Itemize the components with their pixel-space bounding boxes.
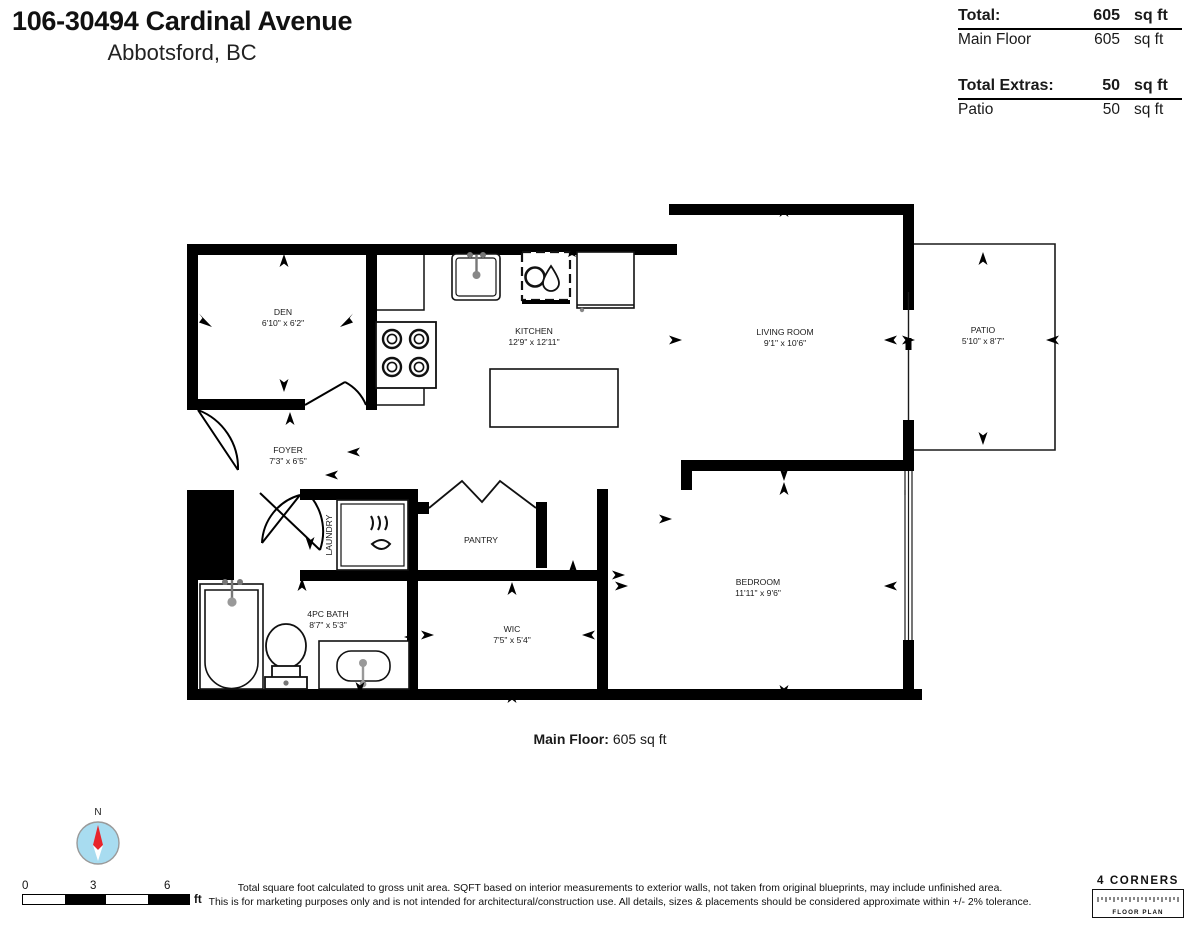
- room-dims-wic: 7'5" x 5'4": [493, 635, 531, 645]
- patio-outline: [914, 243, 1056, 451]
- brand-name: 4 CORNERS: [1096, 874, 1180, 887]
- compass-rose: N: [62, 808, 134, 872]
- extras-area-table: Total Extras: 50 sq ft Patio 50 sq ft: [958, 76, 1182, 120]
- scale-bar: 0 3 6 ft: [22, 880, 202, 906]
- room-dims-kitchen: 12'9" x 12'11": [508, 337, 559, 347]
- wall-group: [187, 204, 922, 700]
- pantry-lines: [428, 479, 537, 509]
- laundry-appliance-icon: [336, 499, 409, 571]
- room-label-laundry: LAUNDRY: [324, 514, 334, 555]
- kitchen-sink-icon: [451, 252, 501, 301]
- row-unit: sq ft: [1134, 101, 1164, 118]
- room-dims-patio: 5'10" x 8'7": [962, 336, 1004, 346]
- total-value: 605: [1058, 6, 1134, 30]
- brand-ruler-icon: FLOOR PLAN: [1092, 889, 1184, 918]
- bathtub-icon: [199, 579, 264, 690]
- extras-unit: sq ft: [1134, 76, 1182, 100]
- room-label-patio: PATIO: [971, 325, 996, 335]
- page-title: 106-30494 Cardinal Avenue: [12, 6, 353, 36]
- window-bedroom: [904, 471, 913, 640]
- room-label-living-room: LIVING ROOM: [756, 327, 813, 337]
- room-dims-den: 6'10" x 6'2": [262, 318, 304, 328]
- extras-label: Total Extras:: [958, 76, 1058, 100]
- room-dims-living-room: 9'1" x 10'6": [764, 338, 806, 348]
- sliding-door: [905, 292, 912, 420]
- extras-value: 50: [1058, 76, 1134, 100]
- brand-logo: 4 CORNERS FLOOR PLAN: [1092, 874, 1184, 918]
- scale-tick-0: 0: [22, 880, 29, 892]
- scale-tick-labels: 0 3 6: [22, 880, 190, 894]
- room-label-kitchen: KITCHEN: [515, 326, 553, 336]
- room-label-foyer: FOYER: [273, 445, 303, 455]
- floor-plan-drawing: DEN 6'10" x 6'2" KITCHEN 12'9" x 12'11" …: [0, 150, 1200, 750]
- brand-subtitle: FLOOR PLAN: [1112, 909, 1164, 916]
- compass-north-label: N: [94, 807, 102, 818]
- disclaimer-text: Total square foot calculated to gross un…: [180, 882, 1060, 909]
- area-summary: Total: 605 sq ft Main Floor 605 sq ft To…: [958, 6, 1182, 120]
- total-unit: sq ft: [1134, 6, 1182, 30]
- row-value: 605: [1094, 31, 1120, 48]
- room-labels: DEN 6'10" x 6'2" KITCHEN 12'9" x 12'11" …: [262, 307, 1004, 645]
- room-label-den: DEN: [274, 307, 292, 317]
- scale-tick-3: 3: [90, 880, 97, 892]
- direction-arrows: [199, 204, 1059, 703]
- page-subtitle: Abbotsford, BC: [107, 39, 257, 65]
- toilet-icon: [264, 623, 308, 690]
- row-label: Main Floor: [958, 31, 1032, 48]
- room-label-bedroom: BEDROOM: [736, 577, 780, 587]
- disclaimer-line-1: Total square foot calculated to gross un…: [237, 883, 1003, 894]
- table-row-total: Total: 605 sq ft: [958, 6, 1182, 30]
- room-label-wic: WIC: [504, 624, 521, 634]
- row-value: 50: [1102, 101, 1120, 118]
- total-area-table: Total: 605 sq ft Main Floor 605 sq ft: [958, 6, 1182, 50]
- vanity-sink-icon: [318, 640, 410, 690]
- scale-unit-label: ft: [194, 894, 202, 906]
- room-dims-bedroom: 11'11" x 9'6": [735, 588, 781, 598]
- table-row: Main Floor 605 sq ft: [958, 29, 1182, 50]
- scale-tick-6: 6: [164, 880, 171, 892]
- disclaimer-line-2: This is for marketing purposes only and …: [208, 896, 1032, 908]
- floor-area-caption: Main Floor: 605 sq ft: [0, 731, 1200, 747]
- compass-icon: [76, 821, 120, 865]
- room-label-4pc-bath: 4PC BATH: [307, 609, 348, 619]
- floor-area-caption-label: Main Floor:: [533, 731, 609, 747]
- floor-area-caption-value: 605 sq ft: [612, 731, 667, 747]
- dishwasher-icon: [520, 250, 572, 304]
- room-dims-4pc-bath: 8'7" x 5'3": [309, 620, 347, 630]
- summary-spacer: [958, 50, 1182, 76]
- table-row: Patio 50 sq ft: [958, 99, 1182, 120]
- room-label-pantry: PANTRY: [464, 535, 498, 545]
- table-row-extras: Total Extras: 50 sq ft: [958, 76, 1182, 100]
- kitchen-island: [489, 368, 619, 428]
- row-unit: sq ft: [1134, 31, 1164, 48]
- room-dims-foyer: 7'3" x 6'5": [269, 456, 307, 466]
- scale-bar-graphic: [22, 894, 190, 905]
- refrigerator-icon: [568, 248, 635, 313]
- stove-icon: [375, 321, 437, 389]
- ruler-icon: [1097, 897, 1179, 902]
- title-block: 106-30494 Cardinal Avenue Abbotsford, BC: [12, 6, 352, 66]
- row-label: Patio: [958, 101, 994, 118]
- total-label: Total:: [958, 6, 1058, 30]
